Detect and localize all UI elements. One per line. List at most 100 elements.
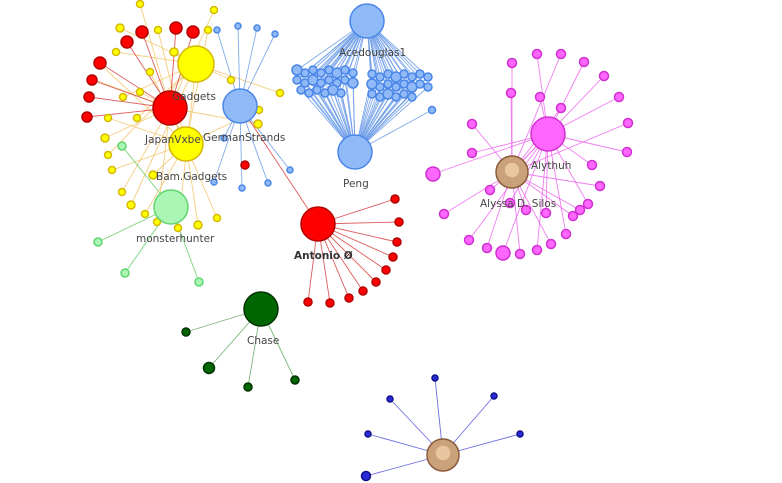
hub-node-gadgets[interactable] — [177, 45, 215, 83]
indigo-leaf-node[interactable] — [516, 430, 524, 438]
yellow-leaf-node[interactable] — [169, 47, 179, 57]
magenta-leaf-node[interactable] — [545, 238, 557, 250]
indigo-leaf-node[interactable] — [360, 470, 372, 482]
magenta-leaf-node[interactable] — [594, 180, 606, 192]
red-leaf-node[interactable] — [371, 277, 381, 287]
magenta-leaf-node[interactable] — [504, 197, 516, 209]
yellow-leaf-node[interactable] — [103, 113, 113, 123]
magenta-leaf-node[interactable] — [484, 184, 496, 196]
blue-cluster-node[interactable] — [340, 65, 350, 75]
magenta-leaf-node[interactable] — [531, 244, 543, 256]
yellow-leaf-node[interactable] — [118, 92, 128, 102]
yellow-leaf-node[interactable] — [132, 113, 142, 123]
blue-cluster-node[interactable] — [415, 69, 425, 79]
magenta-leaf-node[interactable] — [586, 159, 598, 171]
red-leaf-node[interactable] — [86, 74, 98, 86]
red-leaf-node[interactable] — [344, 293, 354, 303]
red-leaf-node[interactable] — [388, 252, 398, 262]
blue-leaf-node[interactable] — [238, 184, 246, 192]
red-leaf-node[interactable] — [93, 56, 107, 70]
hub-node-bam-gadgets[interactable] — [168, 126, 204, 162]
blue-cluster-node[interactable] — [292, 75, 302, 85]
magenta-leaf-node[interactable] — [582, 198, 594, 210]
magenta-leaf-node[interactable] — [514, 248, 526, 260]
hub-node-alythuh[interactable] — [530, 116, 566, 152]
indigo-leaf-node[interactable] — [364, 430, 372, 438]
magenta-leaf-node[interactable] — [520, 204, 532, 216]
green-leaf-node[interactable] — [181, 327, 191, 337]
mint-leaf-node[interactable] — [194, 277, 204, 287]
red-leaf-node[interactable] — [303, 297, 313, 307]
green-leaf-node[interactable] — [202, 361, 216, 375]
yellow-leaf-node[interactable] — [135, 87, 145, 97]
magenta-leaf-node[interactable] — [466, 147, 478, 159]
mint-leaf-node[interactable] — [93, 237, 103, 247]
red-leaf-node[interactable] — [186, 25, 200, 39]
mint-leaf-node[interactable] — [117, 141, 127, 151]
red-leaf-node[interactable] — [169, 21, 183, 35]
yellow-leaf-node[interactable] — [275, 88, 285, 98]
green-leaf-node[interactable] — [290, 375, 300, 385]
magenta-leaf-node[interactable] — [598, 70, 610, 82]
magenta-leaf-node[interactable] — [531, 48, 543, 60]
yellow-leaf-node[interactable] — [135, 0, 145, 9]
yellow-leaf-node[interactable] — [126, 200, 136, 210]
magenta-leaf-node[interactable] — [578, 56, 590, 68]
red-leaf-node[interactable] — [83, 91, 95, 103]
magenta-leaf-node[interactable] — [540, 207, 552, 219]
blue-cluster-node[interactable] — [316, 68, 326, 78]
blue-leaf-node[interactable] — [234, 22, 242, 30]
blue-leaf-node[interactable] — [220, 134, 228, 142]
blue-cluster-node[interactable] — [375, 72, 385, 82]
blue-cluster-node[interactable] — [316, 78, 326, 88]
yellow-leaf-node[interactable] — [203, 25, 213, 35]
red-leaf-node[interactable] — [240, 160, 250, 170]
red-leaf-node[interactable] — [135, 25, 149, 39]
hub-node-antonio[interactable] — [300, 206, 336, 242]
yellow-leaf-node[interactable] — [212, 213, 222, 223]
blue-cluster-node[interactable] — [407, 72, 417, 82]
yellow-leaf-node[interactable] — [145, 67, 155, 77]
magenta-leaf-node[interactable] — [481, 242, 493, 254]
magenta-leaf-node[interactable] — [505, 87, 517, 99]
magenta-leaf-node[interactable] — [425, 166, 441, 182]
mint-leaf-node[interactable] — [120, 268, 130, 278]
yellow-leaf-node[interactable] — [117, 187, 127, 197]
indigo-leaf-node[interactable] — [431, 374, 439, 382]
blue-leaf-node[interactable] — [427, 105, 437, 115]
yellow-leaf-node[interactable] — [253, 119, 263, 129]
green-leaf-node[interactable] — [243, 382, 253, 392]
blue-cluster-node[interactable] — [308, 65, 318, 75]
blue-cluster-node[interactable] — [336, 88, 346, 98]
indigo-leaf-node[interactable] — [386, 395, 394, 403]
blue-cluster-node[interactable] — [367, 89, 377, 99]
red-leaf-node[interactable] — [381, 265, 391, 275]
yellow-leaf-node[interactable] — [148, 170, 158, 180]
blue-leaf-node[interactable] — [210, 178, 218, 186]
blue-cluster-node[interactable] — [367, 69, 377, 79]
magenta-leaf-node[interactable] — [534, 91, 546, 103]
alyssa-avatar-node[interactable] — [495, 155, 529, 189]
blue-leaf-node[interactable] — [271, 30, 279, 38]
magenta-leaf-node[interactable] — [506, 57, 518, 69]
red-leaf-node[interactable] — [392, 237, 402, 247]
blue-cluster-node[interactable] — [391, 82, 401, 92]
yellow-leaf-node[interactable] — [226, 75, 236, 85]
blue-cluster-node[interactable] — [300, 68, 310, 78]
yellow-leaf-node[interactable] — [173, 223, 183, 233]
magenta-leaf-node[interactable] — [555, 48, 567, 60]
hub-node-peng[interactable] — [337, 134, 373, 170]
red-leaf-node[interactable] — [81, 111, 93, 123]
hub-node-japanvxbe[interactable] — [152, 90, 188, 126]
blue-cluster-node[interactable] — [348, 68, 358, 78]
blue-cluster-node[interactable] — [415, 79, 425, 89]
indigo-leaf-node[interactable] — [490, 392, 498, 400]
yellow-leaf-node[interactable] — [111, 47, 121, 57]
blue-cluster-node[interactable] — [296, 85, 306, 95]
yellow-leaf-node[interactable] — [209, 5, 219, 15]
magenta-leaf-node[interactable] — [466, 118, 478, 130]
yellow-leaf-node[interactable] — [115, 23, 125, 33]
magenta-leaf-node[interactable] — [567, 210, 579, 222]
magenta-leaf-node[interactable] — [463, 234, 475, 246]
blue-cluster-node[interactable] — [423, 72, 433, 82]
